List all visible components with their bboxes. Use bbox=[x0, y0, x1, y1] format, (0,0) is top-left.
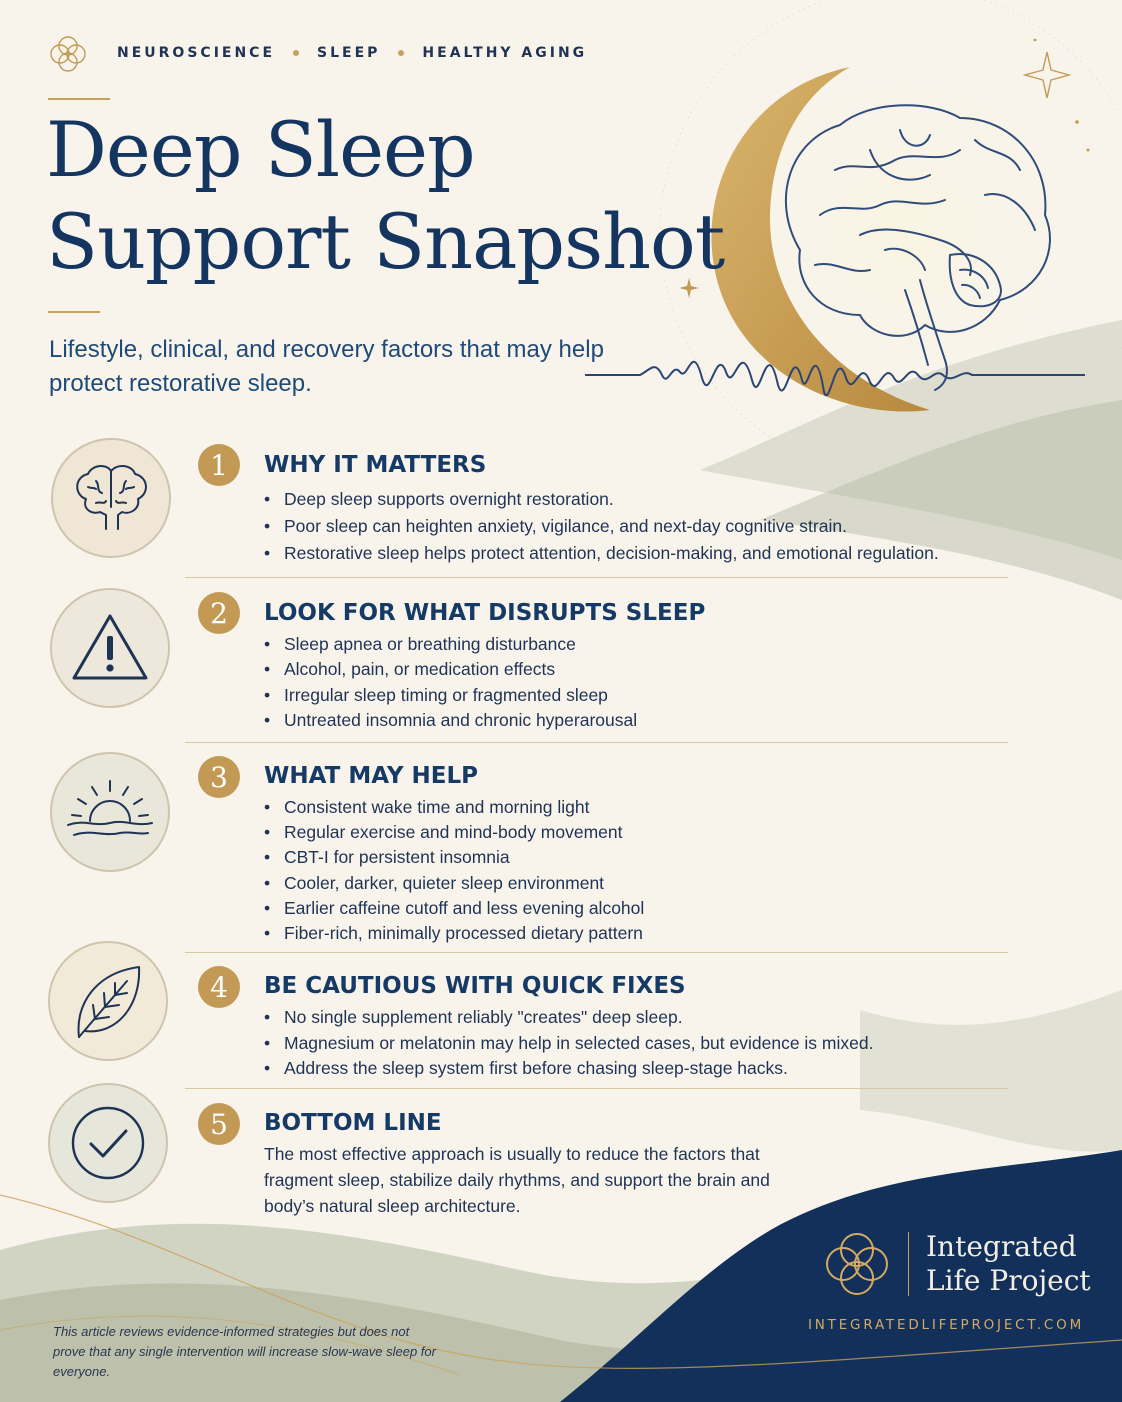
section-2-icon-circle bbox=[50, 588, 170, 708]
warning-icon bbox=[72, 614, 148, 680]
brand-name-line-2: Life Project bbox=[926, 1264, 1091, 1297]
section-3-title: WHAT MAY HELP bbox=[264, 763, 478, 789]
section-1-list: Deep sleep supports overnight restoratio… bbox=[264, 486, 939, 567]
title-rule-bottom bbox=[48, 311, 100, 313]
title-line-1: Deep Sleep bbox=[46, 105, 476, 194]
brand-name-line-1: Integrated bbox=[926, 1230, 1077, 1263]
page-subtitle: Lifestyle, clinical, and recovery factor… bbox=[49, 336, 604, 397]
list-item: Poor sleep can heighten anxiety, vigilan… bbox=[264, 513, 939, 540]
section-2-list: Sleep apnea or breathing disturbance Alc… bbox=[264, 632, 637, 733]
section-4-title: BE CAUTIOUS WITH QUICK FIXES bbox=[264, 973, 686, 999]
section-divider bbox=[185, 952, 1008, 953]
list-item: Cooler, darker, quieter sleep environmen… bbox=[264, 871, 644, 896]
section-1-number-badge: 1 bbox=[198, 444, 240, 486]
section-3-list: Consistent wake time and morning light R… bbox=[264, 795, 644, 946]
section-5-text: The most effective approach is usually t… bbox=[264, 1144, 770, 1216]
tag-healthy-aging: HEALTHY AGING bbox=[422, 45, 588, 61]
section-4-number-badge: 4 bbox=[198, 966, 240, 1008]
section-divider bbox=[185, 577, 1008, 578]
section-1-icon-circle bbox=[51, 438, 171, 558]
list-item: Address the sleep system first before ch… bbox=[264, 1056, 873, 1082]
section-5-icon-circle bbox=[48, 1083, 168, 1203]
list-item: Consistent wake time and morning light bbox=[264, 795, 644, 820]
tag-separator bbox=[293, 50, 300, 56]
title-rule-top bbox=[48, 98, 110, 100]
list-item: Irregular sleep timing or fragmented sle… bbox=[264, 683, 637, 709]
section-3-number-badge: 3 bbox=[198, 756, 240, 798]
section-1-title: WHY IT MATTERS bbox=[264, 452, 487, 478]
tag-sleep: SLEEP bbox=[317, 45, 381, 61]
list-item: Magnesium or melatonin may help in selec… bbox=[264, 1031, 873, 1057]
section-divider bbox=[185, 742, 1008, 743]
leaf-icon bbox=[77, 966, 141, 1038]
list-item: CBT-I for persistent insomnia bbox=[264, 845, 644, 870]
section-4-list: No single supplement reliably "creates" … bbox=[264, 1005, 873, 1082]
section-divider bbox=[185, 1088, 1008, 1089]
brand-separator bbox=[908, 1232, 909, 1296]
tag-neuroscience: NEUROSCIENCE bbox=[117, 45, 276, 61]
brand-logo-icon bbox=[826, 1233, 888, 1295]
sunrise-icon bbox=[67, 780, 153, 836]
list-item: No single supplement reliably "creates" … bbox=[264, 1005, 873, 1031]
brand-url-link[interactable]: INTEGRATEDLIFEPROJECT.COM bbox=[808, 1317, 1085, 1333]
list-item: Deep sleep supports overnight restoratio… bbox=[264, 486, 939, 513]
brand-name: Integrated Life Project bbox=[926, 1230, 1091, 1298]
section-5-title: BOTTOM LINE bbox=[264, 1110, 442, 1136]
tag-separator bbox=[398, 50, 405, 56]
list-item: Restorative sleep helps protect attentio… bbox=[264, 540, 939, 567]
brain-icon bbox=[76, 465, 147, 530]
disclaimer-text: This article reviews evidence-informed s… bbox=[53, 1324, 436, 1379]
topic-tags: NEUROSCIENCE SLEEP HEALTHY AGING bbox=[117, 45, 587, 61]
list-item: Earlier caffeine cutoff and less evening… bbox=[264, 896, 644, 921]
checkmark-icon bbox=[71, 1106, 145, 1180]
brain-illustration bbox=[785, 104, 1051, 391]
crescent-moon bbox=[711, 67, 930, 412]
list-item: Untreated insomnia and chronic hyperarou… bbox=[264, 708, 637, 734]
section-3-icon-circle bbox=[50, 752, 170, 872]
section-5-number-badge: 5 bbox=[198, 1103, 240, 1145]
title-line-2: Support Snapshot bbox=[46, 197, 725, 286]
list-item: Alcohol, pain, or medication effects bbox=[264, 657, 637, 683]
section-2-title: LOOK FOR WHAT DISRUPTS SLEEP bbox=[264, 600, 706, 626]
list-item: Fiber-rich, minimally processed dietary … bbox=[264, 921, 644, 946]
list-item: Sleep apnea or breathing disturbance bbox=[264, 632, 637, 658]
section-2-number-badge: 2 bbox=[198, 592, 240, 634]
page-title: Deep Sleep Support Snapshot bbox=[46, 104, 725, 288]
list-item: Regular exercise and mind-body movement bbox=[264, 820, 644, 845]
sleep-wave bbox=[585, 360, 1085, 396]
section-4-icon-circle bbox=[48, 941, 168, 1061]
brand-logo-icon bbox=[50, 36, 86, 72]
